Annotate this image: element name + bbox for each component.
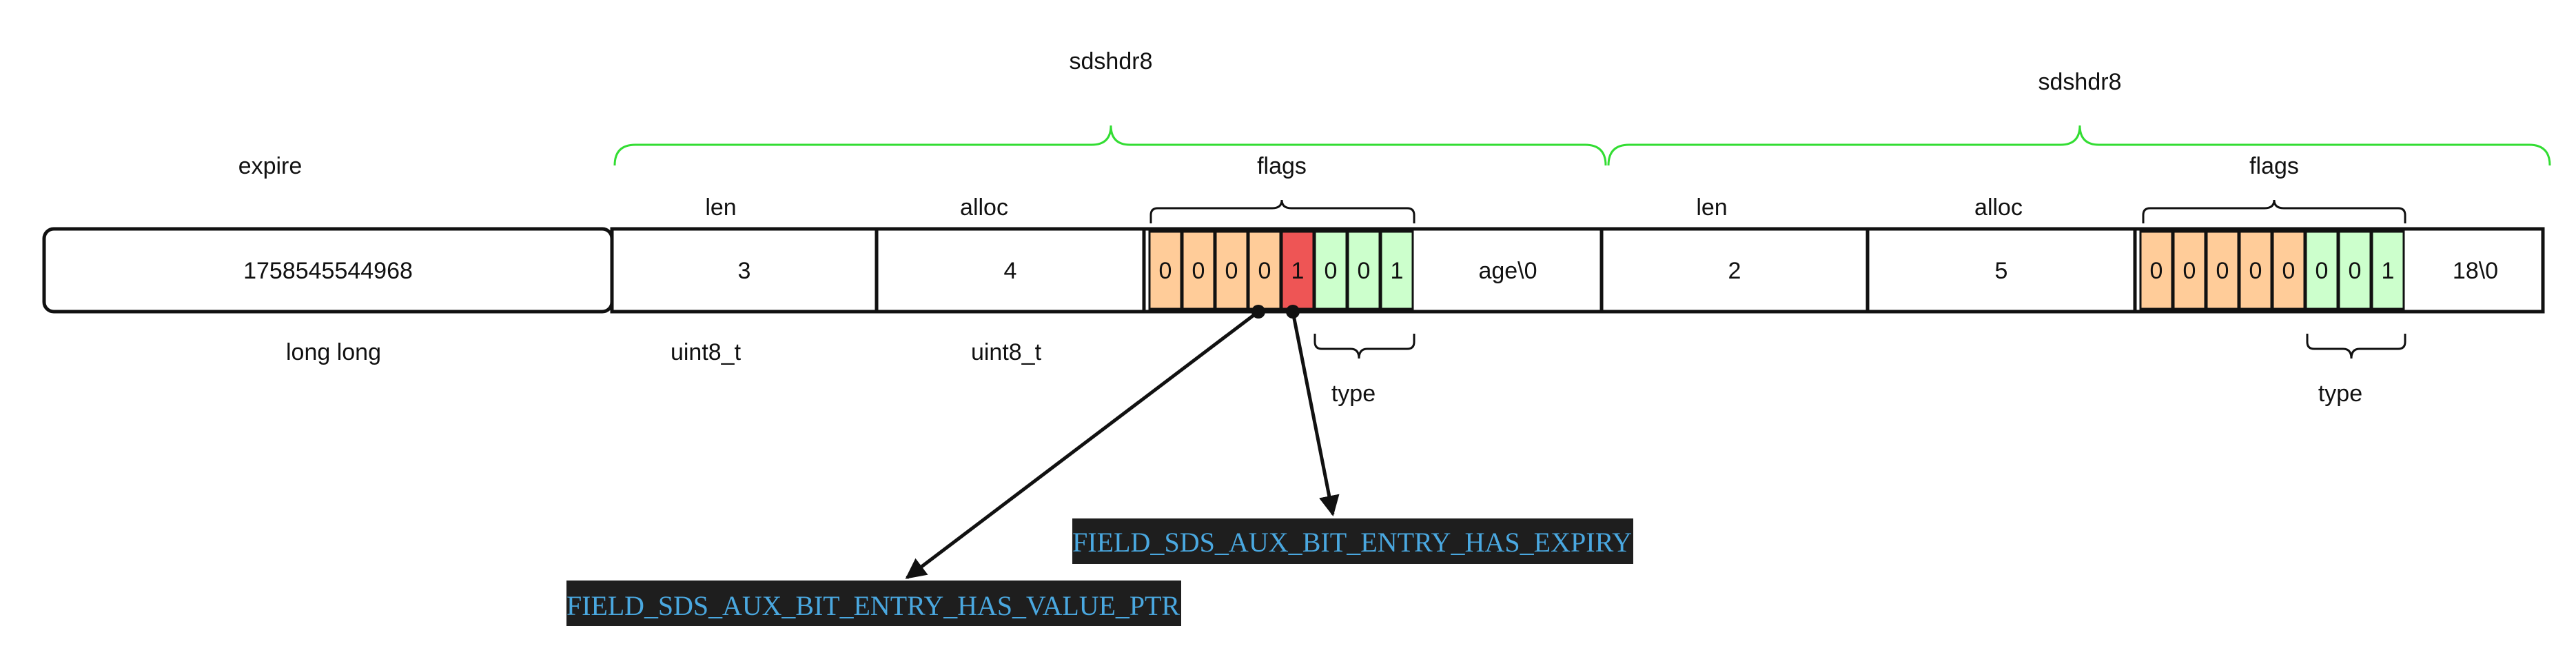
flag-bit-cell [1148,230,1183,310]
flag-bit-cell [2172,230,2207,310]
value-ptr-flag-name: FIELD_SDS_AUX_BIT_ENTRY_HAS_VALUE_PTR [566,590,1180,621]
flags-label-1: flags [1257,153,1307,179]
flag-bit-value: 0 [1192,258,1205,284]
flag-bit-cell [2338,230,2372,310]
flag-bit-cell [1214,230,1249,310]
type-label-2: type [2318,381,2362,407]
type-label-1: type [1331,381,1376,407]
flag-bit-cell [2205,230,2240,310]
len-label-2: len [1696,194,1727,221]
flag-bit-value: 1 [1291,258,1305,284]
flags-bits-1 [1148,230,1414,310]
alloc-label-2: alloc [1974,194,2023,221]
flag-bit-value: 0 [2183,258,2196,284]
flag-bit-value: 1 [2382,258,2395,284]
sdshdr8-brace-1 [613,125,1607,166]
flag-bit-value: 0 [1159,258,1172,284]
code-box-expiry [1072,518,1633,564]
flag-bit-value: 0 [2249,258,2262,284]
flag-bit-cell [1313,230,1348,310]
sdshdr8-title-1: sdshdr8 [1070,48,1153,74]
len-value-2: 2 [1728,258,1741,284]
flag-bit-cell-expiry [1280,230,1315,310]
buf-value-1: age\0 [1478,258,1537,284]
flag-bit-value: 0 [2282,258,2296,284]
flag-bit-value: 0 [2216,258,2229,284]
expire-type: long long [286,339,381,365]
alloc-label-1: alloc [960,194,1008,221]
flags-label-2: flags [2249,153,2299,179]
code-box-value-ptr [566,581,1181,626]
flag-bit-value: 1 [1391,258,1404,284]
flags-brace-2 [2142,199,2406,223]
sdshdr8-brace-2 [1607,125,2551,166]
expire-value: 1758545544968 [243,258,413,284]
flags-bits-2 [2139,230,2405,310]
flag-bit-cell [2371,230,2405,310]
buf-value-2: 18\0 [2453,258,2498,284]
type-brace-1 [1313,334,1415,359]
flag-bit-cell [2238,230,2273,310]
flag-bit-cell [1181,230,1216,310]
flag-bit-cell [2271,230,2306,310]
flags-brace-1 [1149,199,1415,223]
flag-bit-cell [2139,230,2174,310]
flag-bit-value: 0 [1358,258,1371,284]
alloc-type-1: uint8_t [971,339,1042,365]
arrow-to-value-ptr [905,310,1260,579]
flag-bit-cell [1347,230,1381,310]
type-brace-2 [2306,334,2406,359]
len-type-1: uint8_t [671,339,742,365]
flag-bit-value: 0 [2150,258,2163,284]
flag-bit-value: 0 [2316,258,2329,284]
flag-bit-value: 0 [1225,258,1238,284]
flag-bit-cell [1380,230,1414,310]
flag-bit-cell [2304,230,2339,310]
flag-bit-value: 0 [1325,258,1338,284]
expiry-flag-name: FIELD_SDS_AUX_BIT_ENTRY_HAS_EXPIRY [1072,527,1632,558]
len-value-1: 3 [738,258,751,284]
expire-label: expire [238,153,303,179]
arrow-to-expiry [1291,311,1340,516]
alloc-value-2: 5 [1995,258,2008,284]
alloc-value-1: 4 [1004,258,1017,284]
len-label-1: len [705,194,736,221]
flag-bit-value: 0 [1258,258,1271,284]
flag-bit-value: 0 [2349,258,2362,284]
sdshdr8-title-2: sdshdr8 [2038,69,2122,95]
